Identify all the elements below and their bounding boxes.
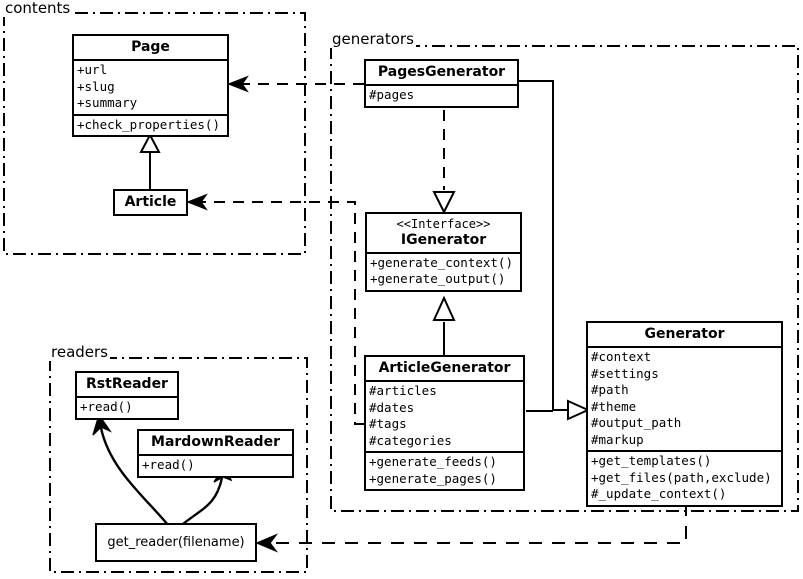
class-methods-mardownreader: +read() xyxy=(139,454,292,476)
attribute: #categories xyxy=(369,432,452,448)
method: +generate_context() xyxy=(370,254,513,270)
method: +get_files(path,exclude) xyxy=(591,469,772,485)
attribute: #settings xyxy=(591,365,659,381)
relation-generators-generalize-generator xyxy=(519,80,591,421)
function-label-get-reader: get_reader(filename) xyxy=(107,535,245,550)
class-name-generator: Generator xyxy=(644,326,725,342)
class-name-rstreader: RstReader xyxy=(86,376,168,392)
class-name-page: Page xyxy=(131,39,170,55)
method: #_update_context() xyxy=(591,486,727,502)
relation-articlegenerator-depends-article xyxy=(186,193,364,425)
class-methods-articlegenerator: +generate_feeds() +generate_pages() xyxy=(366,451,523,489)
attribute: #tags xyxy=(369,416,407,432)
class-methods-generator: +get_templates() +get_files(path,exclude… xyxy=(588,450,781,505)
class-methods-igenerator: +generate_context() +generate_output() xyxy=(367,251,520,290)
method: +get_templates() xyxy=(591,453,712,469)
attribute: #path xyxy=(591,382,629,398)
attribute: #theme xyxy=(591,398,637,414)
class-name-mardownreader: MardownReader xyxy=(151,434,280,450)
method: +read() xyxy=(142,457,195,473)
relation-generator-depends-getreader xyxy=(255,503,687,553)
method: +check_properties() xyxy=(77,116,220,132)
class-box-articlegenerator[interactable]: ArticleGenerator #articles #dates #tags … xyxy=(364,355,525,492)
class-box-page[interactable]: Page +url +slug +summary +check_properti… xyxy=(72,34,229,138)
class-box-igenerator[interactable]: <<Interface>> IGenerator +generate_conte… xyxy=(365,212,522,292)
relation-articlegenerator-realizes-igenerator xyxy=(432,295,456,355)
package-label-generators: generators xyxy=(330,30,416,48)
package-frame-generators xyxy=(330,45,799,512)
method: +generate_output() xyxy=(370,271,506,287)
relation-pagesgenerator-realizes-igenerator xyxy=(432,110,456,215)
class-methods-rstreader: +read() xyxy=(77,396,177,418)
method: +generate_pages() xyxy=(369,470,497,486)
class-name-pagesgenerator: PagesGenerator xyxy=(377,64,506,80)
method: +read() xyxy=(80,399,133,415)
relation-getreader-depends-rstreader xyxy=(92,413,169,526)
package-frame-contents xyxy=(3,12,306,255)
class-name-igenerator: IGenerator xyxy=(400,231,487,248)
relation-pagesgenerator-depends-page xyxy=(227,75,364,93)
attribute: #markup xyxy=(591,431,644,447)
attribute: +slug xyxy=(77,78,115,94)
class-name-articlegenerator: ArticleGenerator xyxy=(378,360,511,376)
class-name-article: Article xyxy=(124,194,177,210)
attribute: #dates xyxy=(369,399,415,415)
class-box-pagesgenerator[interactable]: PagesGenerator #pages xyxy=(364,59,519,108)
class-attributes-page: +url +slug +summary xyxy=(74,59,227,114)
relation-article-generalizes-page xyxy=(139,132,161,189)
class-stereotype-igenerator: <<Interface>> xyxy=(396,217,491,231)
class-header-igenerator: <<Interface>> IGenerator xyxy=(367,214,520,252)
attribute: #context xyxy=(591,349,652,365)
attribute: +url xyxy=(77,62,108,78)
class-box-generator[interactable]: Generator #context #settings #path #them… xyxy=(586,321,783,507)
class-attributes-articlegenerator: #articles #dates #tags #categories xyxy=(366,380,523,451)
attribute: #articles xyxy=(369,383,437,399)
function-box-get-reader[interactable]: get_reader(filename) xyxy=(95,523,257,562)
method: +generate_feeds() xyxy=(369,454,497,470)
attribute: #output_path xyxy=(591,415,682,431)
class-attributes-generator: #context #settings #path #theme #output_… xyxy=(588,346,781,450)
class-attributes-pagesgenerator: #pages xyxy=(366,84,517,106)
class-box-rstreader[interactable]: RstReader +read() xyxy=(75,371,179,420)
package-label-contents: contents xyxy=(3,0,73,17)
class-methods-page: +check_properties() xyxy=(74,113,227,136)
package-label-readers: readers xyxy=(49,343,110,361)
class-box-mardownreader[interactable]: MardownReader +read() xyxy=(137,429,294,478)
attribute: +summary xyxy=(77,95,138,111)
attribute: #pages xyxy=(369,87,415,103)
class-box-article[interactable]: Article xyxy=(113,189,188,217)
